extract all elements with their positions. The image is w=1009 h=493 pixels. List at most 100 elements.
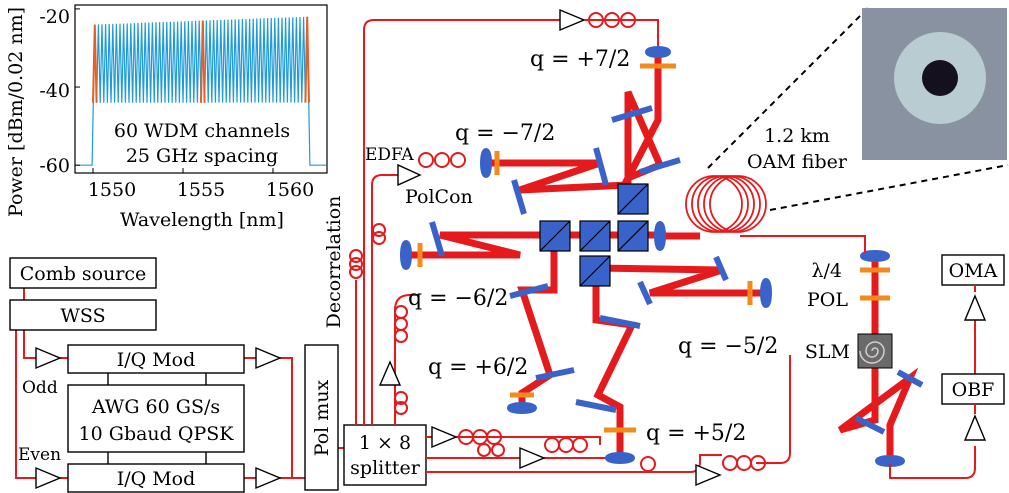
awg-label-line2: 10 Gbaud QPSK (79, 423, 235, 445)
fiber-coil-icon (450, 152, 466, 168)
iq-mod-top-label: I/Q Mod (117, 349, 196, 371)
slm-label: SLM (805, 341, 850, 363)
oam-fiber-section: 1.2 km OAM fiber (685, 7, 1009, 479)
zoom-line (769, 164, 1009, 211)
oam-fiber-spool-icon (685, 175, 767, 233)
zoom-line (707, 7, 869, 169)
fiber-coil-icon (722, 455, 738, 471)
beam-splitter-diagonal (617, 183, 649, 215)
polcon-label: PolCon (405, 186, 473, 208)
fiber-wss-odd (23, 330, 36, 359)
fiber-coil-icon (349, 249, 363, 263)
fiber-coil-icon (394, 317, 408, 331)
highlighted-channel (200, 20, 206, 103)
fiber-coil-icon (434, 152, 450, 168)
amplifier-obf-icon (963, 414, 987, 441)
fiber-coil-icon (372, 223, 386, 237)
spool-loop (703, 175, 761, 233)
mirror (575, 399, 617, 413)
beam-neg5 (595, 264, 766, 297)
beam-splitter-diagonal (539, 220, 571, 252)
fiber-coil-icon (491, 443, 505, 457)
beam-neg7 (490, 159, 629, 194)
fiber-top-mod-out (244, 357, 305, 479)
amplifier-oma-icon (963, 294, 987, 321)
highlighted-channel (304, 16, 310, 103)
beam-top-branch (620, 57, 665, 200)
mirror (713, 255, 729, 282)
fiber-coil-icon (558, 437, 574, 453)
mirror (429, 221, 445, 257)
edfa-label: EDFA (365, 145, 414, 165)
lens (860, 250, 890, 262)
wss-box (9, 299, 157, 331)
iq-mod-top-box (67, 344, 245, 374)
fiber-coil-icon (349, 265, 363, 279)
amplifier-odd-icon (35, 346, 62, 370)
y-axis-label: Power [dBm/0.02 nm] (5, 7, 27, 217)
mirror (896, 369, 924, 388)
spectrum-inset-chart: -20 -40 -60 1550 1555 1560 Wavelength [n… (5, 4, 328, 231)
mirror (593, 147, 609, 186)
chart-ticks (75, 8, 274, 173)
q-label-neg7: q = −7/2 (455, 121, 555, 146)
decorrelation-label: Decorrelation (323, 196, 345, 329)
fiber-coil-icon (394, 391, 408, 405)
pol-label: POL (807, 289, 848, 311)
fiber-coil-icon (418, 152, 434, 168)
fiber-core (922, 60, 958, 96)
splitter-label-line2: splitter (350, 457, 421, 479)
comb-source-label: Comb source (20, 263, 147, 285)
amplifier-splitter-1-icon (431, 425, 458, 449)
mirror (599, 315, 641, 329)
transmitter-section: Comb source WSS Odd Even I/Q Mod AWG 60 … (9, 257, 427, 493)
amplifier-top-out-icon (255, 346, 282, 370)
x-tick-label: 1550 (88, 179, 136, 201)
x-tick-label: 1560 (266, 179, 314, 201)
mirror (611, 105, 653, 123)
lens (645, 46, 671, 58)
beam-splitter-diagonal (617, 220, 649, 252)
oma-box (941, 254, 1005, 286)
fiber-coil-icon (349, 257, 363, 271)
x-tick-label: 1555 (177, 179, 225, 201)
beam-receiver (837, 258, 919, 460)
mirror (511, 179, 527, 215)
lens (507, 402, 537, 414)
iq-mod-bottom-box (67, 463, 245, 493)
comb-source-box (9, 257, 157, 289)
mirror (639, 157, 681, 175)
fiber-coil-icon (544, 437, 560, 453)
spectrum-channels (75, 16, 327, 166)
lens (875, 455, 905, 467)
mirror (509, 283, 549, 299)
fiber-coil-icon (640, 456, 656, 472)
y-tick-label: -60 (39, 155, 70, 177)
q-label-neg6: q = −6/2 (408, 286, 508, 311)
slm-pattern-icon (859, 341, 885, 364)
q-label-neg5: q = −5/2 (678, 334, 778, 359)
fiber-coil-icon (477, 443, 491, 457)
fiber-spool-out (740, 235, 866, 253)
fiber-type-label: OAM fiber (747, 151, 848, 173)
spool-loop (685, 175, 743, 233)
lens (480, 148, 492, 178)
oma-label: OMA (949, 260, 998, 282)
fiber-length-label: 1.2 km (764, 125, 830, 147)
fiber-coil-icon (372, 231, 386, 245)
highlighted-channel (92, 24, 98, 103)
pol-mux-label: Pol mux (311, 379, 333, 456)
chart-annotation: 60 WDM channels (114, 120, 290, 142)
beam-pos5 (592, 268, 638, 455)
splitter-box (343, 424, 427, 486)
awg-label-line1: AWG 60 GS/s (91, 396, 220, 418)
fiber-coil-icon (750, 455, 766, 471)
top-amplifier-icon (559, 8, 586, 32)
fiber-coil-icon (572, 437, 588, 453)
amplifier-even-icon (35, 466, 62, 490)
fiber-coil-icon (394, 401, 408, 415)
spool-loop (691, 175, 749, 233)
lens (654, 221, 666, 251)
lens (605, 452, 635, 464)
fiber-to-edfa (371, 174, 415, 425)
